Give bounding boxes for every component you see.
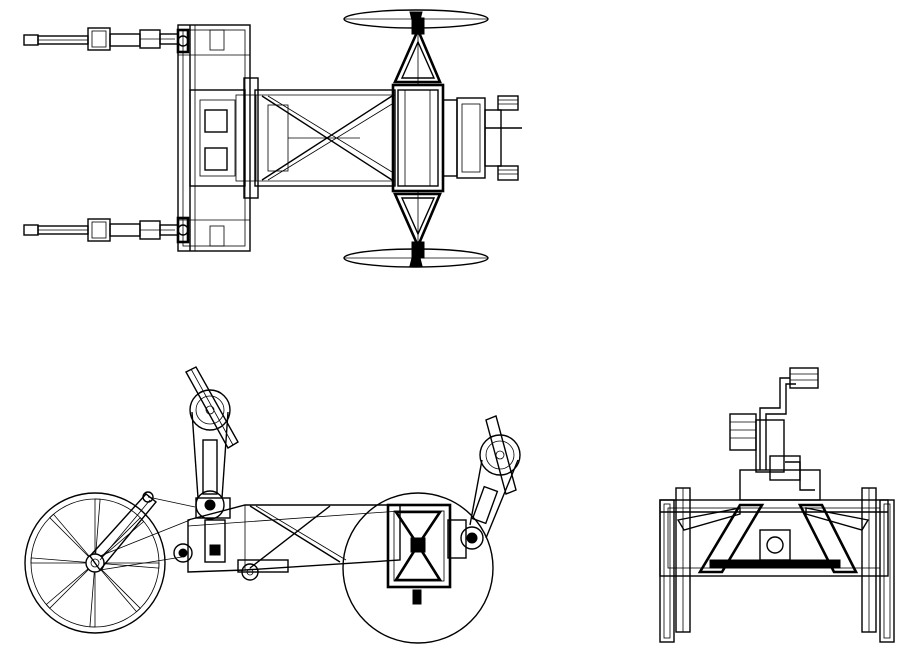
side-large-wheel: [24, 492, 166, 634]
top-front-wheel-lower: [343, 248, 489, 268]
side-front-wheel: [342, 492, 494, 644]
front-view: [659, 367, 895, 643]
top-front-section: [391, 17, 458, 259]
front-wheel-left: [659, 487, 691, 643]
front-wheel-right: [861, 487, 895, 643]
side-wheel-spokes: [30, 498, 160, 628]
side-upper-pedal: [185, 366, 239, 520]
top-front-wheel-upper: [343, 9, 489, 29]
front-body: [659, 469, 889, 577]
front-steering-post: [729, 367, 819, 491]
side-main-frame: [173, 497, 401, 581]
side-view: [24, 366, 521, 644]
wheel-spoke: [101, 517, 145, 558]
wheel-spoke: [89, 572, 96, 628]
wheel-spoke: [100, 569, 141, 613]
top-pedal-assembly: [456, 95, 522, 181]
side-front-pedal: [460, 415, 521, 550]
top-rear-frame: [177, 24, 259, 252]
wheel-spoke: [104, 562, 160, 569]
wheel-spoke: [30, 557, 86, 564]
top-left-arm-upper: [23, 27, 190, 54]
wheel-spoke: [49, 513, 90, 557]
wheel-spoke: [94, 498, 101, 554]
side-rear-arm: [89, 491, 196, 572]
top-left-arm-lower: [23, 216, 190, 244]
top-view: [23, 9, 522, 268]
wheel-spoke: [45, 568, 89, 609]
top-main-chassis: [254, 89, 396, 187]
